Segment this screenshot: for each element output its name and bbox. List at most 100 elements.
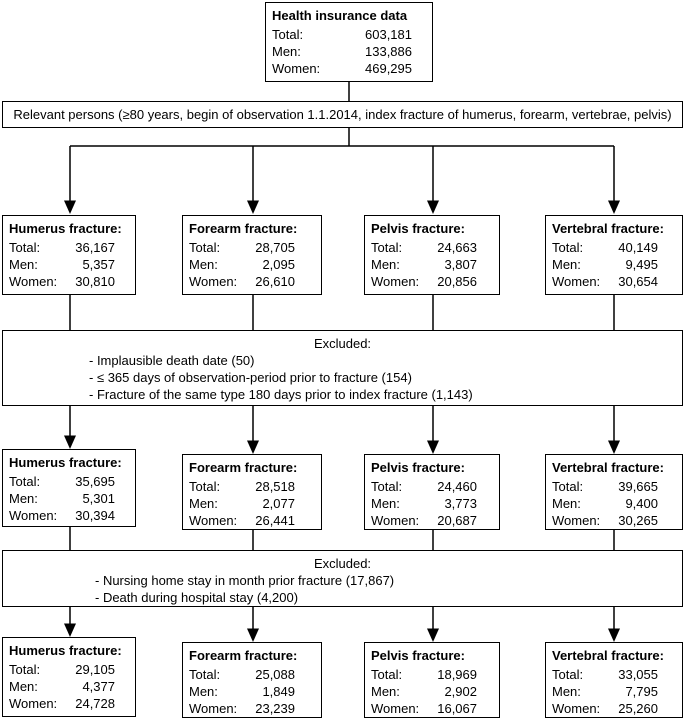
stat-row: Men:2,077 <box>189 495 315 512</box>
stat-value: 23,239 <box>255 701 295 716</box>
fracture-box-forearm-3: Forearm fracture: Total:25,088 Men:1,849… <box>182 642 322 718</box>
stat-value: 24,460 <box>437 479 477 494</box>
fracture-box-humerus-3: Humerus fracture: Total:29,105 Men:4,377… <box>2 637 136 717</box>
stat-value: 30,810 <box>75 274 115 289</box>
excluded-box-2: Excluded: - Nursing home stay in month p… <box>2 550 683 607</box>
stat-label: Men: <box>9 679 38 694</box>
stat-row: Women:469,295 <box>272 60 426 77</box>
stat-row: Men:5,357 <box>9 256 129 273</box>
stat-row: Total:28,518 <box>189 478 315 495</box>
stat-label: Total: <box>9 474 41 489</box>
health-insurance-box: Health insurance data Total:603,181 Men:… <box>265 2 433 82</box>
stat-row: Women:30,394 <box>9 507 129 524</box>
stat-value: 20,687 <box>437 513 477 528</box>
stat-row: Women:26,441 <box>189 512 315 529</box>
stat-value: 30,654 <box>618 274 658 289</box>
stat-row: Men: 133,886 <box>272 43 426 60</box>
stat-row: Men: 3,807 <box>371 256 493 273</box>
stat-value: 25,260 <box>618 701 658 716</box>
stat-label: Women: <box>9 274 58 289</box>
excluded-item: - Death during hospital stay (4,200) <box>95 590 299 605</box>
stat-row: Women: 30,265 <box>552 512 676 529</box>
excluded-item: - Nursing home stay in month prior fract… <box>95 573 395 588</box>
stat-row: Men:5,301 <box>9 490 129 507</box>
fracture-box-vertebral-1: Vertebral fracture: Total:40,149 Men:9,4… <box>545 215 683 295</box>
stat-label: Women: <box>9 696 58 711</box>
stat-label: Total: <box>552 240 584 255</box>
stat-label: Men: <box>552 257 581 272</box>
stat-row: Total:18,969 <box>371 666 493 683</box>
stat-label: Women: <box>552 701 601 716</box>
stat-row: Women:23,239 <box>189 700 315 717</box>
stat-value: 29,105 <box>75 662 115 677</box>
stat-value: 28,518 <box>255 479 295 494</box>
stat-label: Women: <box>371 701 420 716</box>
stat-row: Men:3,773 <box>371 495 493 512</box>
fracture-box-humerus-2: Humerus fracture: Total: 35,695 Men:5,301… <box>2 449 136 527</box>
fracture-box-pelvis-3: Pelvis fracture: Total:18,969 Men:2,902 … <box>364 642 500 718</box>
stat-value: 30,265 <box>618 513 658 528</box>
stat-row: Women: 30,654 <box>552 273 676 290</box>
excluded-item: - Fracture of the same type 180 days pri… <box>89 387 473 402</box>
stat-row: Total:603,181 <box>272 26 426 43</box>
fracture-title: Humerus fracture: <box>9 455 122 470</box>
stat-row: Total:25,088 <box>189 666 315 683</box>
stat-value: 28,705 <box>255 240 295 255</box>
stat-value: 5,301 <box>82 491 115 506</box>
stat-row: Total:39,665 <box>552 478 676 495</box>
stat-value: 2,077 <box>262 496 295 511</box>
stat-label: Women: <box>552 274 601 289</box>
stat-value: 9,400 <box>625 496 658 511</box>
stat-label: Women: <box>189 274 238 289</box>
fracture-box-forearm-1: Forearm fracture: Total: 28,705 Men: 2,095… <box>182 215 322 295</box>
stat-row: Men:4,377 <box>9 678 129 695</box>
stat-value: 3,807 <box>444 257 477 272</box>
stat-value: 9,495 <box>625 257 658 272</box>
stat-label: Men: <box>371 684 400 699</box>
excluded-heading: Excluded: <box>313 336 372 351</box>
excluded-item: - ≤ 365 days of observation-period prior… <box>89 370 412 385</box>
fracture-title: Forearm fracture: <box>189 221 298 236</box>
stat-label: Men: <box>371 257 400 272</box>
stat-label: Total: <box>552 667 584 682</box>
stat-row: Total: 24,460 <box>371 478 493 495</box>
stat-label: Total: <box>189 240 221 255</box>
stat-row: Women: 30,810 <box>9 273 129 290</box>
stat-label: Women: <box>552 513 601 528</box>
stat-row: Total:40,149 <box>552 239 676 256</box>
stat-row: Women:20,856 <box>371 273 493 290</box>
fracture-title: Forearm fracture: <box>189 648 298 663</box>
stat-row: Total:29,105 <box>9 661 129 678</box>
stat-label: Total: <box>9 240 41 255</box>
stat-label: Women: <box>9 508 58 523</box>
stat-value: 39,665 <box>618 479 658 494</box>
stat-label: Women: <box>272 61 321 76</box>
stat-value: 24,663 <box>437 240 477 255</box>
stat-row: Men:9,400 <box>552 495 676 512</box>
stat-row: Men: 2,095 <box>189 256 315 273</box>
stat-row: Total: 28,705 <box>189 239 315 256</box>
stat-label: Total: <box>371 667 403 682</box>
stat-label: Men: <box>272 44 301 59</box>
health-insurance-title: Health insurance data <box>272 8 408 23</box>
stat-value: 133,886 <box>365 44 412 59</box>
stat-row: Men:2,902 <box>371 683 493 700</box>
excluded-item: - Implausible death date (50) <box>89 353 255 368</box>
stat-value: 25,088 <box>255 667 295 682</box>
stat-label: Total: <box>371 479 403 494</box>
stat-value: 2,095 <box>262 257 295 272</box>
fracture-title: Pelvis fracture: <box>371 648 465 663</box>
stat-row: Total:33,055 <box>552 666 676 683</box>
stat-label: Men: <box>189 257 218 272</box>
fracture-title: Forearm fracture: <box>189 460 298 475</box>
stat-value: 35,695 <box>75 474 115 489</box>
fracture-box-pelvis-2: Pelvis fracture: Total:24,460 Men:3,773 … <box>364 454 500 530</box>
stat-value: 36,167 <box>75 240 115 255</box>
stat-value: 24,728 <box>75 696 115 711</box>
relevant-persons-text: Relevant persons (≥80 years, begin of ob… <box>13 107 672 122</box>
fracture-title: Pelvis fracture: <box>371 221 465 236</box>
fracture-title: Pelvis fracture: <box>371 460 465 475</box>
fracture-box-pelvis-1: Pelvis fracture: Total:24,663 Men:3,807 … <box>364 215 500 295</box>
stat-row: Women: 25,260 <box>552 700 676 717</box>
